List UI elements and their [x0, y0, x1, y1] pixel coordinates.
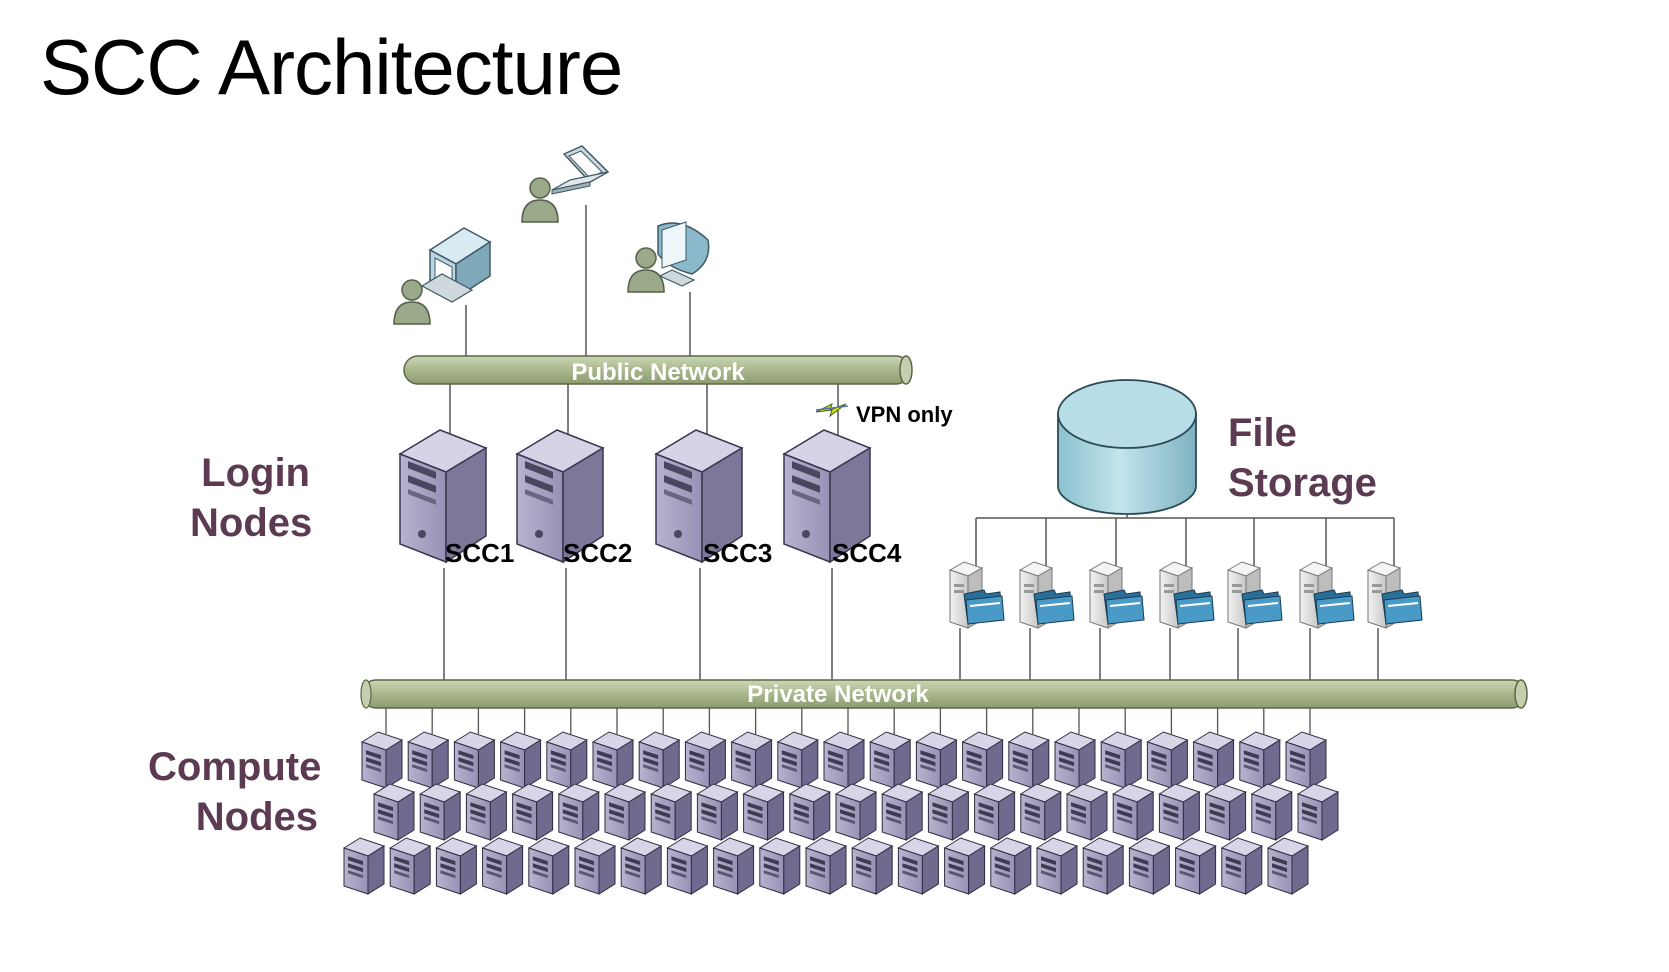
compute-server-icon — [419, 783, 461, 841]
compute-server-icon — [512, 783, 554, 841]
file-servers — [949, 561, 1423, 629]
database-cylinder-icon — [1057, 379, 1197, 515]
compute-server-icon — [696, 783, 738, 841]
file-server-icon — [1227, 561, 1283, 629]
compute-server-icon — [1100, 731, 1142, 789]
compute-server-icon — [777, 731, 819, 789]
compute-server-icon — [407, 731, 449, 789]
compute-server-icon — [620, 837, 662, 895]
compute-server-icon — [389, 837, 431, 895]
compute-server-icon — [743, 783, 785, 841]
compute-links — [385, 708, 1311, 734]
compute-server-icon — [1285, 731, 1327, 789]
file-storage-label: File Storage — [1228, 411, 1377, 505]
compute-server-icon — [1205, 783, 1247, 841]
compute-server-icon — [1175, 837, 1217, 895]
file-server-icon — [1159, 561, 1215, 629]
compute-server-icon — [962, 731, 1004, 789]
compute-server-icon — [944, 837, 986, 895]
compute-server-icon — [373, 783, 415, 841]
compute-server-icon — [1066, 783, 1108, 841]
desktop-user-icon — [393, 227, 492, 325]
page-title: SCC Architecture — [40, 23, 623, 111]
compute-server-icon — [1128, 837, 1170, 895]
compute-server-icon — [1146, 731, 1188, 789]
compute-server-icon — [558, 783, 600, 841]
file-server-icon — [949, 561, 1005, 629]
compute-server-icon — [638, 731, 680, 789]
compute-server-icon — [869, 731, 911, 789]
compute-server-icon — [1251, 783, 1293, 841]
compute-server-icon — [604, 783, 646, 841]
compute-server-icon — [759, 837, 801, 895]
compute-server-icon — [361, 731, 403, 789]
compute-server-icon — [1082, 837, 1124, 895]
laptop-user-icon — [521, 145, 610, 223]
vpn-only-label: VPN only — [856, 402, 953, 427]
file-server-icon — [1019, 561, 1075, 629]
imac-user-icon — [627, 221, 710, 293]
compute-server-icon — [1239, 731, 1281, 789]
compute-server-icon — [1193, 731, 1235, 789]
compute-server-icon — [500, 731, 542, 789]
compute-server-icon — [482, 837, 524, 895]
storage-fanout-links — [959, 514, 1395, 680]
file-server-icon — [1367, 561, 1423, 629]
file-server-icon — [1299, 561, 1355, 629]
compute-server-icon — [1221, 837, 1263, 895]
public-network-label: Public Network — [571, 359, 745, 386]
compute-server-icon — [528, 837, 570, 895]
compute-server-icon — [823, 731, 865, 789]
login-node-label: SCC1 — [445, 538, 514, 568]
compute-server-icon — [731, 731, 773, 789]
compute-server-icon — [592, 731, 634, 789]
compute-server-icon — [1267, 837, 1309, 895]
login-node-label: SCC4 — [832, 538, 902, 568]
file-server-icon — [1089, 561, 1145, 629]
compute-server-icon — [881, 783, 923, 841]
compute-server-icon — [851, 837, 893, 895]
vpn-bolt-icon — [815, 403, 849, 418]
client-links — [465, 205, 691, 356]
compute-server-icon — [1297, 783, 1339, 841]
login-nodes-label: Login Nodes — [190, 451, 313, 545]
compute-server-icon — [805, 837, 847, 895]
public-network-pipe: Public Network — [403, 355, 913, 386]
compute-server-icon — [1008, 731, 1050, 789]
private-network-label: Private Network — [747, 681, 929, 708]
compute-server-icon — [1054, 731, 1096, 789]
compute-nodes-label: Compute Nodes — [148, 745, 322, 839]
compute-server-icon — [684, 731, 726, 789]
compute-server-icon — [835, 783, 877, 841]
compute-server-icon — [546, 731, 588, 789]
compute-server-icon — [713, 837, 755, 895]
compute-server-icon — [1036, 837, 1078, 895]
compute-server-icon — [453, 731, 495, 789]
compute-server-icon — [343, 837, 385, 895]
private-network-pipe: Private Network — [360, 679, 1528, 709]
login-private-links — [443, 568, 833, 680]
compute-server-icon — [990, 837, 1032, 895]
compute-server-icon — [915, 731, 957, 789]
login-node-label: SCC3 — [703, 538, 772, 568]
compute-server-icon — [1020, 783, 1062, 841]
compute-server-icon — [897, 837, 939, 895]
compute-nodes — [343, 731, 1339, 895]
compute-server-icon — [1112, 783, 1154, 841]
compute-server-icon — [465, 783, 507, 841]
public-login-links — [449, 384, 839, 446]
compute-server-icon — [666, 837, 708, 895]
compute-server-icon — [1158, 783, 1200, 841]
compute-server-icon — [435, 837, 477, 895]
compute-server-icon — [927, 783, 969, 841]
compute-server-icon — [974, 783, 1016, 841]
compute-server-icon — [789, 783, 831, 841]
login-node-label: SCC2 — [563, 538, 632, 568]
compute-server-icon — [574, 837, 616, 895]
compute-server-icon — [650, 783, 692, 841]
